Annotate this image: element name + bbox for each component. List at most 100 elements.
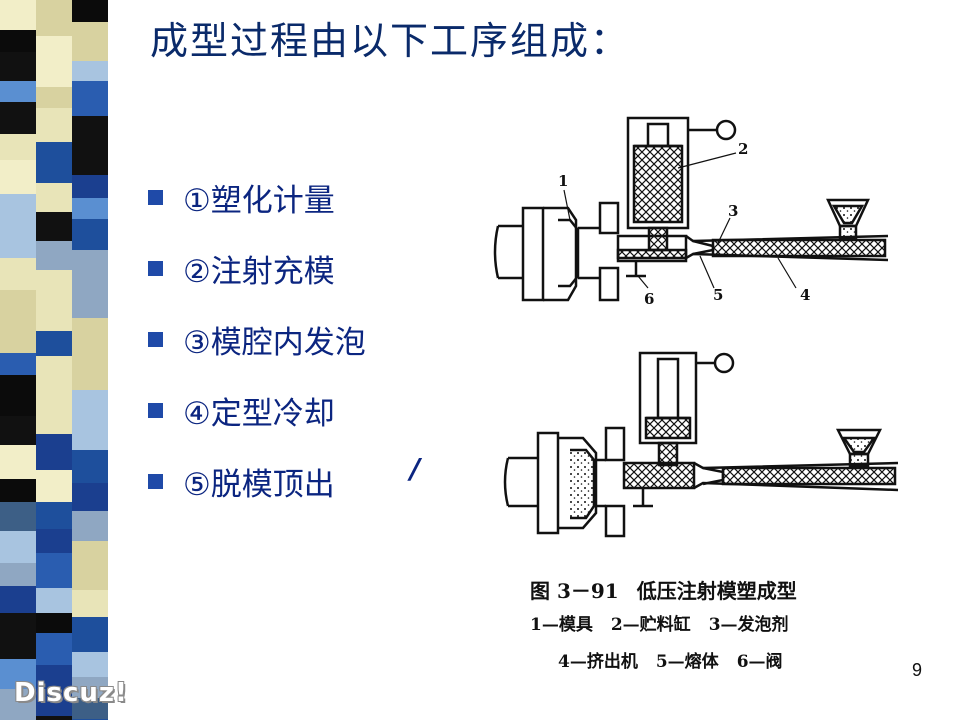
caption-item: 6—阀 bbox=[736, 652, 783, 672]
diagram-bottom bbox=[503, 351, 899, 538]
strip-block bbox=[36, 356, 72, 394]
strip-block bbox=[0, 634, 36, 659]
caption-item: 3—发泡剂 bbox=[708, 615, 789, 635]
strip-block bbox=[36, 529, 72, 553]
bullet-square-icon bbox=[148, 474, 163, 489]
strip-block bbox=[36, 613, 72, 633]
strip-block bbox=[36, 470, 72, 502]
bullet-item: ①塑化计量 bbox=[148, 162, 366, 233]
strip-block bbox=[0, 194, 36, 224]
strip-block bbox=[0, 81, 36, 102]
strip-block bbox=[0, 613, 36, 634]
strip-block bbox=[0, 375, 36, 416]
strip-block bbox=[0, 52, 36, 81]
bullet-text: ②注射充模 bbox=[183, 254, 335, 290]
strip-block bbox=[0, 102, 36, 134]
strip-block bbox=[36, 686, 72, 716]
strip-block bbox=[0, 134, 36, 160]
strip-block bbox=[0, 30, 36, 52]
strip-block bbox=[36, 87, 72, 108]
strip-block bbox=[36, 553, 72, 588]
strip-block bbox=[72, 318, 108, 344]
strip-block bbox=[0, 353, 36, 375]
figure-label-3: 3 bbox=[728, 202, 738, 220]
strip-block bbox=[72, 617, 108, 652]
strip-block bbox=[72, 0, 108, 22]
strip-block bbox=[0, 224, 36, 258]
strip-block bbox=[72, 61, 108, 81]
strip-block bbox=[36, 502, 72, 529]
strip-block bbox=[36, 36, 72, 58]
strip-block bbox=[0, 290, 36, 313]
caption-item: 5—熔体 bbox=[655, 652, 719, 672]
strip-block bbox=[72, 483, 108, 511]
bullet-text: ①塑化计量 bbox=[183, 183, 335, 219]
strip-block bbox=[72, 150, 108, 175]
figure-label-6: 6 bbox=[644, 290, 654, 308]
strip-block bbox=[36, 142, 72, 183]
strip-block bbox=[0, 258, 36, 290]
bullet-item: ③模腔内发泡 bbox=[148, 304, 366, 375]
strip-block bbox=[72, 365, 108, 390]
strip-block bbox=[0, 563, 36, 586]
strip-block bbox=[0, 479, 36, 502]
strip-block bbox=[72, 561, 108, 590]
strip-block bbox=[72, 511, 108, 541]
strip-block bbox=[0, 586, 36, 613]
bullet-square-icon bbox=[148, 190, 163, 205]
caption-item: 1—模具 bbox=[530, 615, 593, 635]
strip-block bbox=[72, 427, 108, 450]
strip-block bbox=[36, 588, 72, 613]
bullet-item: ⑤脱模顶出 bbox=[148, 446, 366, 517]
strip-block bbox=[0, 445, 36, 479]
bullet-list: ①塑化计量 ②注射充模 ③模腔内发泡 ④定型冷却 ⑤脱模顶出 bbox=[148, 162, 366, 517]
bullet-text: ⑤脱模顶出 bbox=[183, 467, 335, 503]
caption-line-2: 4—挤出机 5—熔体 6—阀 bbox=[530, 647, 890, 672]
strip-block bbox=[72, 541, 108, 561]
strip-block bbox=[72, 450, 108, 483]
strip-block bbox=[36, 633, 72, 665]
strip-block bbox=[72, 250, 108, 288]
strip-block bbox=[72, 677, 108, 698]
decorative-strip bbox=[0, 0, 112, 720]
bullet-item: ②注射充模 bbox=[148, 233, 366, 304]
strip-block bbox=[72, 116, 108, 150]
strip-block bbox=[72, 590, 108, 617]
slide-title: 成型过程由以下工序组成： bbox=[150, 19, 631, 63]
strip-block bbox=[36, 241, 72, 270]
caption-item: 4—挤出机 bbox=[558, 652, 638, 672]
strip-block bbox=[72, 288, 108, 318]
bullet-text: ③模腔内发泡 bbox=[183, 325, 366, 361]
caption-figure-number: 图 3－91 bbox=[530, 579, 619, 603]
strip-block bbox=[0, 531, 36, 563]
strip-block bbox=[36, 58, 72, 87]
bullet-item: ④定型冷却 bbox=[148, 375, 366, 446]
bullet-square-icon bbox=[148, 403, 163, 418]
strip-block bbox=[36, 212, 72, 241]
strip-block bbox=[0, 659, 36, 689]
strip-block bbox=[0, 160, 36, 194]
strip-block bbox=[0, 416, 36, 445]
caption-item: 2—贮料缸 bbox=[610, 615, 691, 635]
figure-label-4: 4 bbox=[800, 286, 810, 304]
strip-block bbox=[36, 665, 72, 686]
stray-mark: / bbox=[410, 452, 421, 485]
bullet-text: ④定型冷却 bbox=[183, 396, 335, 432]
strip-block bbox=[0, 689, 36, 720]
figure-label-5: 5 bbox=[713, 286, 723, 304]
strip-block bbox=[0, 313, 36, 353]
strip-block bbox=[72, 198, 108, 219]
strip-block bbox=[72, 219, 108, 250]
molding-diagram: 1 2 3 4 5 6 bbox=[493, 116, 899, 538]
strip-block bbox=[72, 652, 108, 677]
bullet-square-icon bbox=[148, 332, 163, 347]
bullet-square-icon bbox=[148, 261, 163, 276]
strip-block bbox=[72, 81, 108, 116]
caption-line-1: 1—模具 2—贮料缸 3—发泡剂 bbox=[530, 610, 890, 635]
strip-block bbox=[36, 0, 72, 36]
strip-block bbox=[36, 331, 72, 356]
strip-block bbox=[36, 183, 72, 212]
figure-label-2: 2 bbox=[738, 140, 748, 158]
